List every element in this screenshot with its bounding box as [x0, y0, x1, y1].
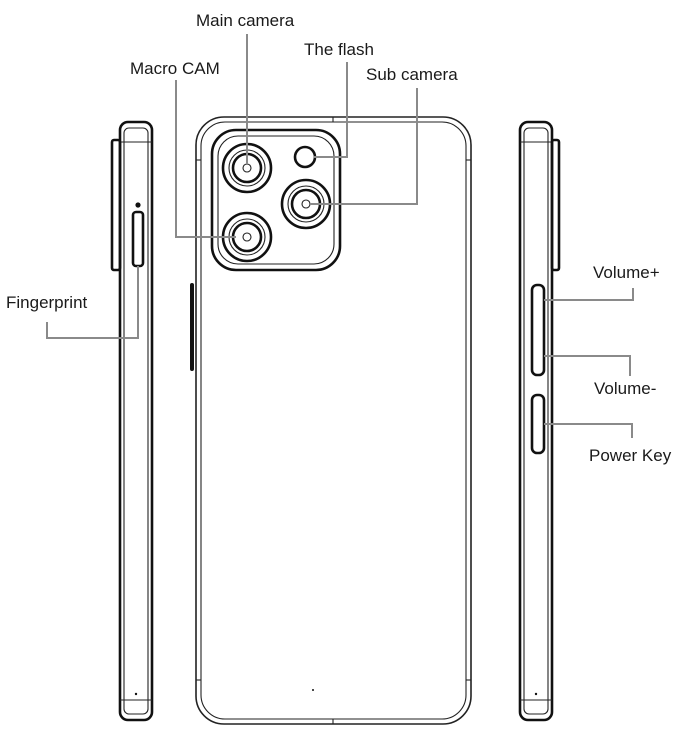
leader-volume-up: [544, 288, 634, 301]
label-main-camera: Main camera: [196, 11, 295, 30]
camera-module: [210, 128, 342, 272]
side-mic-hole: [135, 202, 141, 208]
back-view: [190, 116, 472, 725]
leader-lines: [46, 34, 634, 438]
leader-volume-down: [544, 355, 631, 376]
left-bottom-dot: [134, 692, 138, 696]
left-side-frame: [118, 120, 154, 722]
leader-macro-cam: [175, 80, 236, 238]
right-bottom-dot: [534, 692, 538, 696]
right-side-inner: [523, 127, 549, 715]
leader-power-key: [544, 423, 633, 438]
leader-sub-camera: [310, 88, 418, 205]
flash-lens: [293, 145, 317, 169]
power-key: [530, 393, 546, 455]
right-camera-bump-profile: [550, 138, 561, 272]
volume-rocker: [530, 283, 546, 377]
label-flash: The flash: [304, 40, 374, 59]
label-fingerprint: Fingerprint: [6, 293, 88, 312]
leader-fingerprint: [46, 266, 139, 339]
label-volume-down: Volume-: [594, 379, 656, 398]
label-sub-camera: Sub camera: [366, 65, 458, 84]
label-power-key: Power Key: [589, 446, 672, 465]
camera-module-inner: [217, 135, 335, 265]
label-volume-up: Volume+: [593, 263, 660, 282]
back-bottom-dot: [312, 689, 314, 691]
right-side-view: [518, 120, 561, 722]
leader-flash: [314, 62, 348, 158]
fingerprint-sensor: [131, 210, 145, 268]
camera-bump-profile: [110, 138, 122, 272]
left-side-inner: [123, 127, 149, 715]
right-side-frame: [518, 120, 554, 722]
label-macro-cam: Macro CAM: [130, 59, 220, 78]
left-side-view: [110, 120, 154, 722]
back-side-button-edge: [190, 283, 194, 371]
